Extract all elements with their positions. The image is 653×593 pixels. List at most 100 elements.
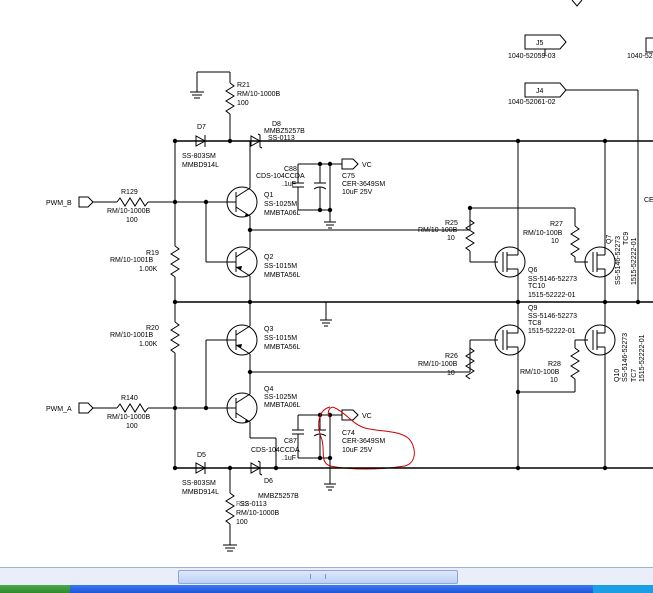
capacitors-bottom: VC C87 CDS-104CCDA .1uF C74 CER-3649SM 1…: [251, 409, 385, 491]
svg-text:10uF 25V: 10uF 25V: [342, 447, 373, 454]
svg-text:MMBTA06L: MMBTA06L: [264, 210, 301, 217]
svg-text:10: 10: [447, 235, 455, 242]
scrollbar-grip-icon: [310, 574, 326, 579]
svg-text:.1uF: .1uF: [282, 181, 296, 188]
mosfet-q7: SS-5146-52273 TC9 1515-52222-01 Q7: [584, 141, 638, 302]
svg-text:RM/10-1000B: RM/10-1000B: [107, 208, 151, 215]
left-spine: R19 RM/10-1001B 1.00K R20 RM/10-1001B 1.…: [110, 141, 180, 471]
svg-text:MMBZ5257B: MMBZ5257B: [258, 493, 299, 500]
connector-j4: J4 1040-52061-02: [508, 82, 639, 302]
transistor-q3: Q3 SS-1015M MMBTA56L: [205, 302, 301, 408]
svg-text:1515-52222-01: 1515-52222-01: [528, 328, 576, 335]
middle-rail: [175, 299, 653, 327]
svg-text:D8: D8: [272, 121, 281, 128]
capacitors-top: VC C88 CDS-104CCDA .1uF C75 CER-3649SM 1…: [256, 158, 385, 229]
svg-text:D6: D6: [264, 478, 273, 485]
svg-text:TC10: TC10: [528, 283, 545, 290]
svg-text:R140: R140: [121, 395, 138, 402]
svg-text:Q2: Q2: [264, 254, 273, 261]
connector-j5: J5 1040-52059-03: [508, 0, 583, 60]
svg-text:SS-1015M: SS-1015M: [264, 335, 297, 342]
svg-text:RM/10-100B: RM/10-100B: [520, 369, 560, 376]
scrollbar-thumb[interactable]: [178, 570, 458, 584]
svg-text:1515-52222-01: 1515-52222-01: [528, 292, 576, 299]
diode-d7: D7 SS-803SM MMBD914L: [182, 124, 219, 169]
mosfet-q9: Q9 SS-5146-52273 TC8 1515-52222-01: [470, 302, 577, 468]
svg-text:1.00K: 1.00K: [139, 266, 158, 273]
svg-text:C87: C87: [284, 438, 297, 445]
svg-text:CER-3649SM: CER-3649SM: [342, 181, 385, 188]
resistor-r25: R25 RM/10-100B 10: [418, 219, 498, 263]
j4-ref: J4: [536, 88, 544, 95]
mosfet-q6: Q6 SS-5146-52273 TC10 1515-52222-01: [494, 141, 577, 302]
svg-text:R19: R19: [146, 250, 159, 257]
svg-text:SS-5146-52273: SS-5146-52273: [615, 236, 622, 285]
svg-text:D5: D5: [197, 452, 206, 459]
svg-text:100: 100: [236, 519, 248, 526]
svg-text:RM/10-1000B: RM/10-1000B: [237, 91, 281, 98]
svg-text:CDS-104CCDA: CDS-104CCDA: [256, 173, 305, 180]
svg-text:TC7: TC7: [631, 369, 638, 382]
svg-text:1515-52222-01: 1515-52222-01: [639, 334, 646, 382]
svg-text:RM/10-100B: RM/10-100B: [418, 361, 458, 368]
svg-text:TC9: TC9: [623, 232, 630, 245]
j5-ref: J5: [536, 40, 544, 47]
svg-text:MMBD914L: MMBD914L: [182, 162, 219, 169]
svg-text:SS-1025M: SS-1025M: [264, 201, 297, 208]
svg-text:SS-803SM: SS-803SM: [182, 480, 216, 487]
svg-text:10: 10: [550, 377, 558, 384]
resistor-r21: R21 RM/10-1000B 100: [190, 71, 281, 141]
svg-text:RM/10-1001B: RM/10-1001B: [110, 257, 154, 264]
bottom-rail: [175, 465, 653, 471]
resistor-r27: R27 RM/10-100B 10: [523, 208, 588, 263]
svg-text:MMBZ5257B: MMBZ5257B: [264, 128, 305, 135]
svg-text:SS-803SM: SS-803SM: [182, 153, 216, 160]
svg-text:R28: R28: [548, 361, 561, 368]
svg-text:SS-5146-52273: SS-5146-52273: [528, 313, 577, 320]
horizontal-scrollbar[interactable]: [0, 567, 653, 586]
svg-text:Q3: Q3: [264, 326, 273, 333]
svg-text:MMBTA06L: MMBTA06L: [264, 402, 301, 409]
svg-text:C74: C74: [342, 430, 355, 437]
connector-partial-right: 1040-5206 CE: [627, 37, 653, 204]
svg-text:Q9: Q9: [528, 305, 537, 312]
pwm-a-input: PWM_A R140 RM/10-1000B 100: [46, 395, 236, 430]
svg-text:Q6: Q6: [528, 267, 537, 274]
svg-text:SS-0113: SS-0113: [240, 501, 267, 508]
svg-text:SS-1015M: SS-1015M: [264, 263, 297, 270]
diode-d6: D6 MMBZ5257B: [250, 460, 299, 500]
svg-text:SS-1025M: SS-1025M: [264, 394, 297, 401]
red-annotation-scribble: [318, 406, 415, 470]
svg-text:CER-3649SM: CER-3649SM: [342, 438, 385, 445]
partial-part: 1040-5206: [627, 53, 653, 60]
partial-ref: CE: [644, 197, 653, 204]
svg-text:1.00K: 1.00K: [139, 341, 158, 348]
start-button[interactable]: [0, 585, 70, 593]
svg-text:R27: R27: [550, 221, 563, 228]
taskbar: [0, 585, 653, 593]
svg-text:R22: R22: [236, 501, 249, 508]
svg-text:.1uF: .1uF: [282, 455, 296, 462]
top-rail: [172, 138, 653, 144]
svg-text:SS-5146-52273: SS-5146-52273: [622, 333, 629, 382]
transistor-q2: Q2 SS-1015M MMBTA56L: [205, 202, 301, 302]
svg-text:RM/10-1000B: RM/10-1000B: [236, 510, 280, 517]
svg-text:C88: C88: [284, 166, 297, 173]
diode-d8: D8 MMBZ5257B SS-0113: [250, 121, 305, 149]
system-tray: [593, 585, 653, 593]
mosfet-q10: Q10 SS-5146-52273 TC7 1515-52222-01: [584, 302, 646, 468]
svg-text:R25: R25: [445, 220, 458, 227]
svg-text:Q10: Q10: [614, 369, 621, 382]
svg-text:R129: R129: [121, 189, 138, 196]
vc-bottom-label: VC: [362, 413, 372, 420]
svg-text:R26: R26: [445, 353, 458, 360]
svg-text:SS-0113: SS-0113: [268, 135, 295, 142]
svg-text:RM/10-1001B: RM/10-1001B: [110, 332, 154, 339]
resistor-r22: R22 SS-0113 RM/10-1000B 100: [223, 468, 280, 552]
svg-text:10: 10: [447, 370, 455, 377]
svg-text:RM/10-100B: RM/10-100B: [418, 227, 458, 234]
transistor-q1: Q1 SS-1025M MMBTA06L: [226, 141, 301, 230]
svg-text:MMBTA56L: MMBTA56L: [264, 272, 301, 279]
svg-text:1515-52222-01: 1515-52222-01: [631, 237, 638, 285]
svg-text:CDS-104CCDA: CDS-104CCDA: [251, 447, 300, 454]
